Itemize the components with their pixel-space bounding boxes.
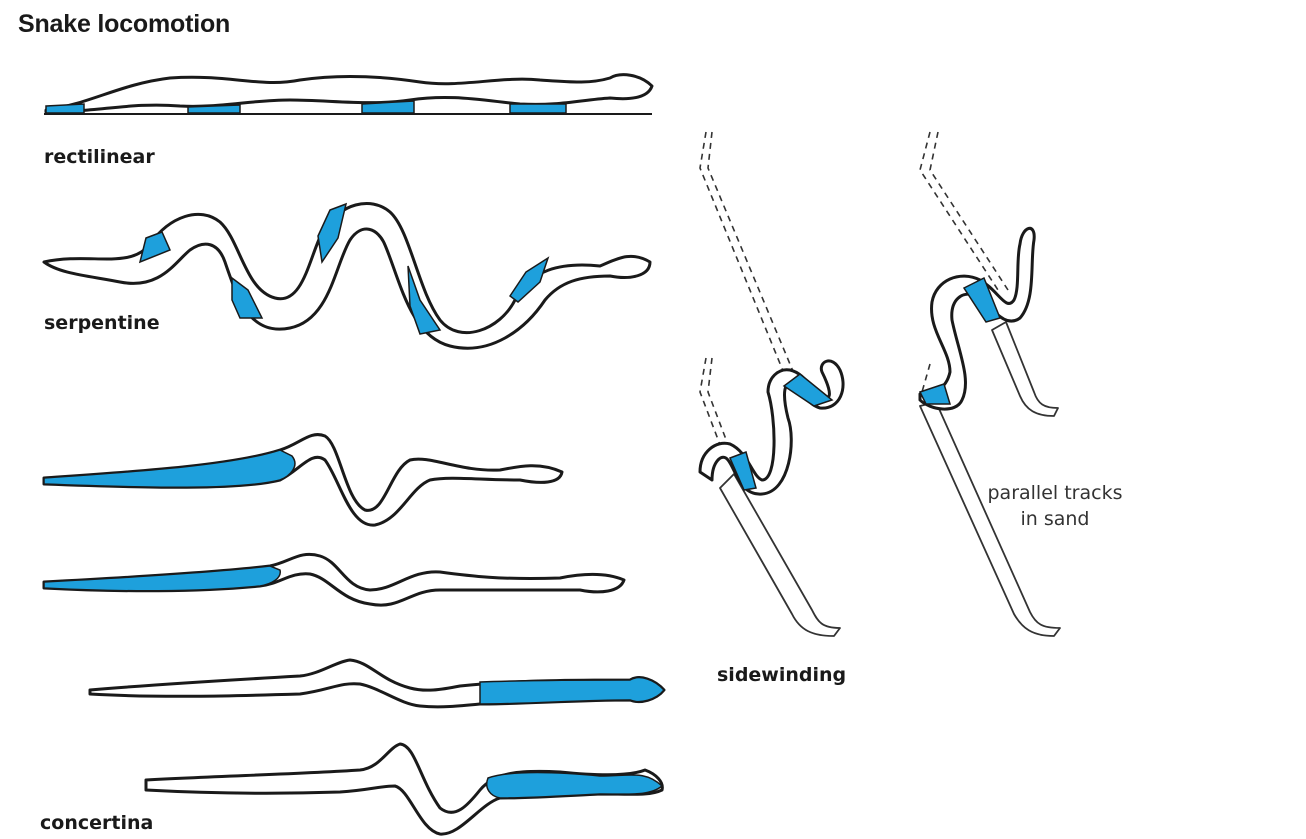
rectilinear-contact-3 [362, 101, 414, 113]
sidewinding-contact-2b [920, 384, 950, 404]
concertina-contact-2 [44, 566, 280, 591]
concertina-contact-4 [487, 773, 662, 799]
parallel-tracks-note: parallel tracks in sand [980, 480, 1130, 532]
label-concertina: concertina [40, 812, 153, 834]
concertina-contact-3 [480, 678, 664, 704]
previous-track-2a [920, 132, 998, 290]
previous-track-2b [930, 132, 1008, 290]
sidewinding-snake-2 [920, 132, 1060, 636]
sand-track-2a [992, 322, 1058, 416]
rectilinear-contact-4 [510, 104, 566, 113]
rectilinear-contact-2 [188, 105, 240, 113]
note-line-2: in sand [980, 506, 1130, 532]
concertina-stage-3 [90, 660, 664, 707]
concertina-stage-4 [146, 744, 662, 834]
previous-track-1a [700, 132, 790, 388]
concertina-stage-2 [44, 554, 624, 605]
rectilinear-contact-1 [46, 104, 84, 113]
concertina-stage-1 [44, 435, 562, 526]
previous-track-1d [708, 358, 730, 450]
note-line-1: parallel tracks [980, 480, 1130, 506]
label-rectilinear: rectilinear [44, 146, 155, 168]
previous-track-1b [708, 132, 800, 388]
concertina-contact-1 [44, 450, 295, 487]
label-sidewinding: sidewinding [717, 664, 846, 686]
sidewinding-body-1 [700, 361, 843, 494]
rectilinear-snake [44, 75, 652, 114]
sand-track-1 [720, 474, 840, 636]
label-serpentine: serpentine [44, 312, 160, 334]
sidewinding-snake-1 [700, 132, 843, 636]
